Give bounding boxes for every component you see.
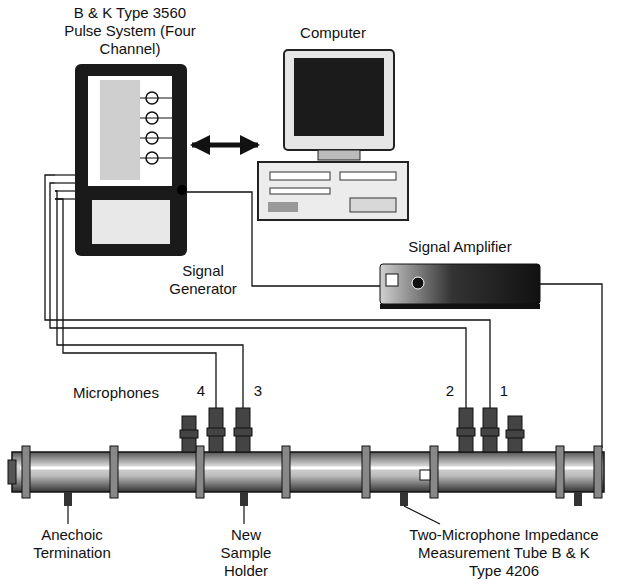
amplifier-illustration [380,264,540,309]
node-title: Signal Amplifier [378,238,542,256]
data-link-arrow [192,143,258,148]
callout-number: 4 [195,382,207,400]
pulse-analyzer [55,64,187,256]
part-label: Two-Microphone Impedance Measurement Tub… [404,526,604,580]
callout-number: 3 [252,382,264,400]
part-label: Microphones [66,384,166,402]
node-title: Computer [256,24,410,42]
part-label: Anechoic Termination [24,526,120,562]
callout-number: 2 [444,382,456,400]
part-label: New Sample Holder [206,526,286,580]
microphone-wires [45,175,602,448]
computer-box: Computer [256,24,410,222]
node-title: B & K Type 3560 Pulse System (Four Chann… [62,4,198,58]
analyzer-box: B & K Type 3560 Pulse System (Four Chann… [62,4,198,256]
amplifier-box: Signal Amplifier [378,238,542,310]
computer-illustration [258,50,408,220]
callout-number: 1 [498,382,510,400]
wire-label: Signal Generator [160,262,246,298]
impedance-tube [8,408,604,506]
leader-lines [68,506,440,524]
